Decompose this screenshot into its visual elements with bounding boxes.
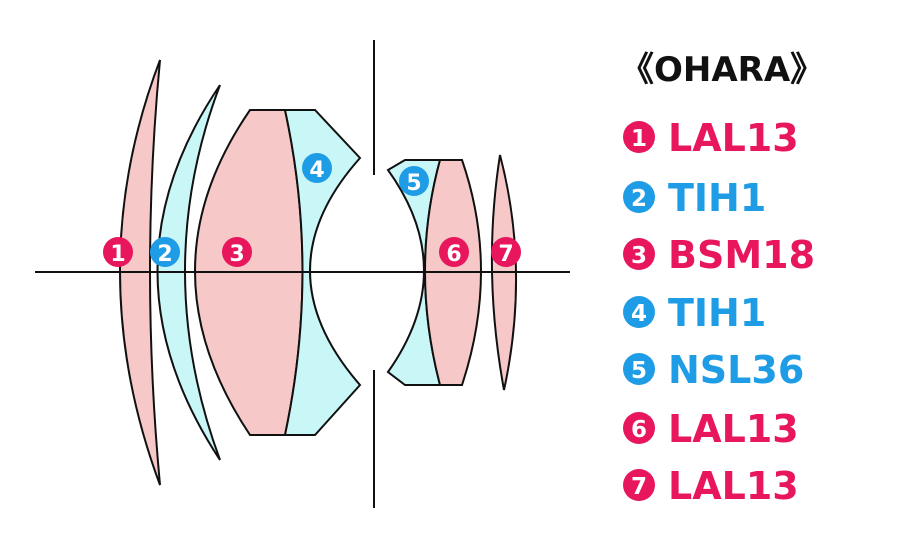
svg-text:5: 5 xyxy=(406,171,421,196)
svg-text:1: 1 xyxy=(631,126,647,152)
svg-text:LAL13: LAL13 xyxy=(668,464,799,508)
legend-row-2: 2 TIH1 xyxy=(623,176,766,220)
svg-text:TIH1: TIH1 xyxy=(668,291,766,335)
svg-text:LAL13: LAL13 xyxy=(668,407,799,451)
svg-text:1: 1 xyxy=(110,242,125,267)
legend-row-7: 7 LAL13 xyxy=(623,464,799,508)
diagram-badge-4: 4 xyxy=(302,153,332,183)
diagram-badge-6: 6 xyxy=(439,237,469,267)
diagram-badge-1: 1 xyxy=(103,237,133,267)
svg-text:TIH1: TIH1 xyxy=(668,176,766,220)
legend-row-4: 4 TIH1 xyxy=(623,291,766,335)
svg-text:NSL36: NSL36 xyxy=(668,348,804,392)
svg-text:7: 7 xyxy=(631,474,647,500)
svg-text:4: 4 xyxy=(309,158,324,183)
svg-text:3: 3 xyxy=(229,242,244,267)
svg-text:7: 7 xyxy=(498,242,513,267)
svg-text:2: 2 xyxy=(631,186,647,212)
svg-text:6: 6 xyxy=(631,417,647,443)
lens-element-2 xyxy=(156,84,221,461)
svg-text:5: 5 xyxy=(631,358,647,384)
svg-text:3: 3 xyxy=(631,243,647,269)
lens-element-4 xyxy=(283,109,362,436)
svg-text:2: 2 xyxy=(157,242,172,267)
svg-text:6: 6 xyxy=(446,242,461,267)
diagram-badge-3: 3 xyxy=(222,237,252,267)
diagram-badge-2: 2 xyxy=(150,237,180,267)
svg-text:4: 4 xyxy=(631,301,647,327)
legend-row-1: 1 LAL13 xyxy=(623,116,799,160)
svg-text:BSM18: BSM18 xyxy=(668,233,815,277)
legend-row-5: 5 NSL36 xyxy=(623,348,804,392)
svg-text:LAL13: LAL13 xyxy=(668,116,799,160)
diagram-badge-7: 7 xyxy=(491,237,521,267)
legend-row-6: 6 LAL13 xyxy=(623,407,799,451)
diagram-badge-5: 5 xyxy=(399,166,429,196)
legend-row-3: 3 BSM18 xyxy=(623,233,815,277)
glass-maker-label: 《OHARA》 xyxy=(620,50,824,90)
